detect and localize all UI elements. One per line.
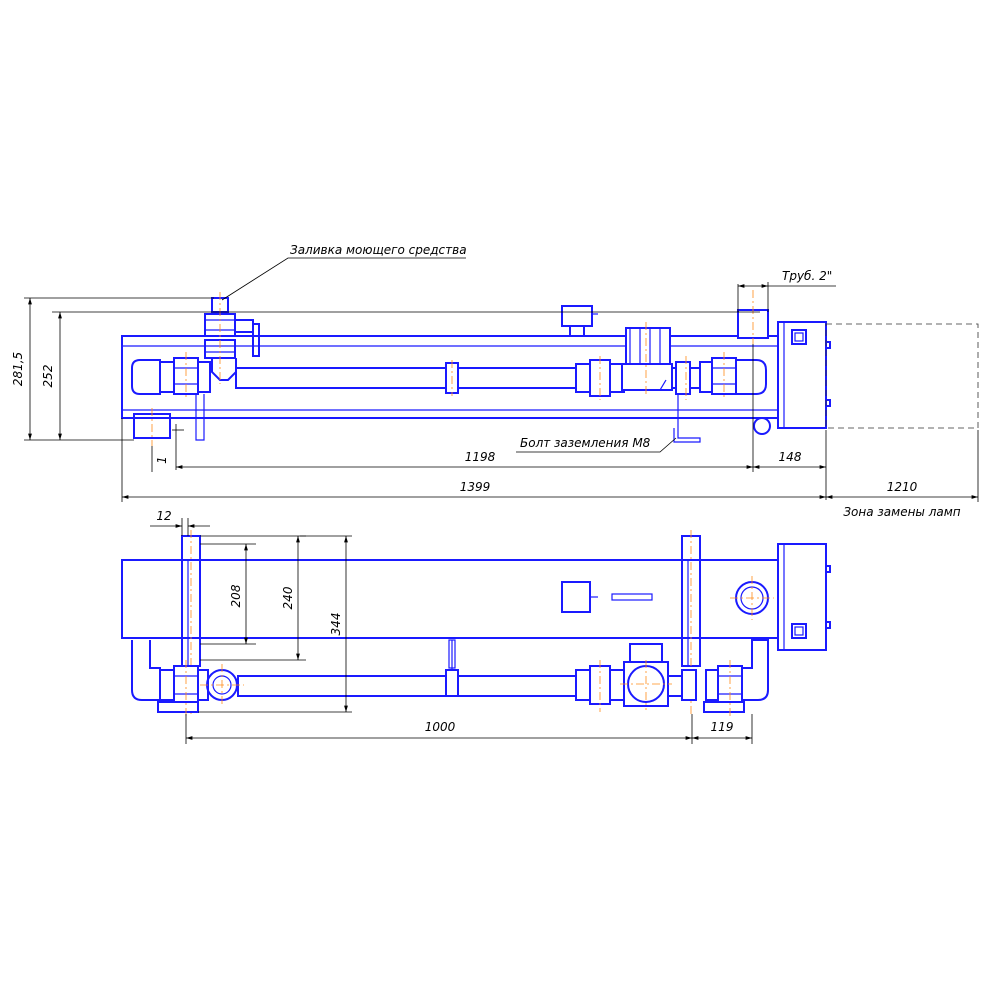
top-sensor — [561, 581, 591, 613]
front-dimensions: 281,5 252 1 1198 148 1399 1210 Зона заме… — [11, 243, 979, 519]
dim-lamp-zone-length: 1210 — [887, 480, 918, 494]
front-pipe — [235, 356, 625, 400]
dim-bracket: 12 — [156, 509, 171, 523]
dim-end-offset: 119 — [711, 720, 734, 734]
dim-overall-length: 1399 — [460, 480, 491, 494]
label-ground-bolt: Болт заземления М8 — [520, 436, 651, 450]
front-sensor — [561, 305, 598, 337]
lamp-zone-outline — [825, 323, 979, 429]
label-lamp-zone: Зона замены ламп — [843, 505, 960, 519]
front-view — [121, 290, 979, 446]
front-outlet — [737, 290, 769, 344]
dim-inner-width: 208 — [229, 584, 243, 607]
dim-offset: 1 — [155, 456, 169, 464]
dim-head-offset: 148 — [779, 450, 802, 464]
dim-overall-width: 344 — [329, 613, 343, 636]
dim-mid-width: 240 — [281, 586, 295, 609]
top-outlet — [730, 576, 774, 620]
dim-inlet-spacing: 1198 — [465, 450, 496, 464]
dim-overall-height: 281,5 — [11, 352, 25, 386]
front-flowmeter — [621, 322, 673, 396]
front-left-inlet — [131, 352, 211, 441]
top-pipe-row — [131, 639, 769, 716]
label-detergent-fill: Заливка моющего средства — [290, 243, 467, 257]
dim-pipe-length: 1000 — [425, 720, 456, 734]
top-dimensions: 12 208 240 344 1000 119 — [150, 509, 753, 744]
top-control-box — [777, 543, 831, 651]
top-view — [121, 530, 831, 716]
dim-body-height: 252 — [41, 365, 55, 388]
detergent-valve — [204, 292, 260, 384]
front-right-fittings — [671, 352, 767, 400]
top-plate — [611, 593, 653, 601]
top-right-bracket — [681, 530, 701, 714]
top-body — [121, 559, 779, 639]
front-control-box — [777, 321, 831, 429]
label-pipe-size: Труб. 2" — [782, 269, 832, 283]
